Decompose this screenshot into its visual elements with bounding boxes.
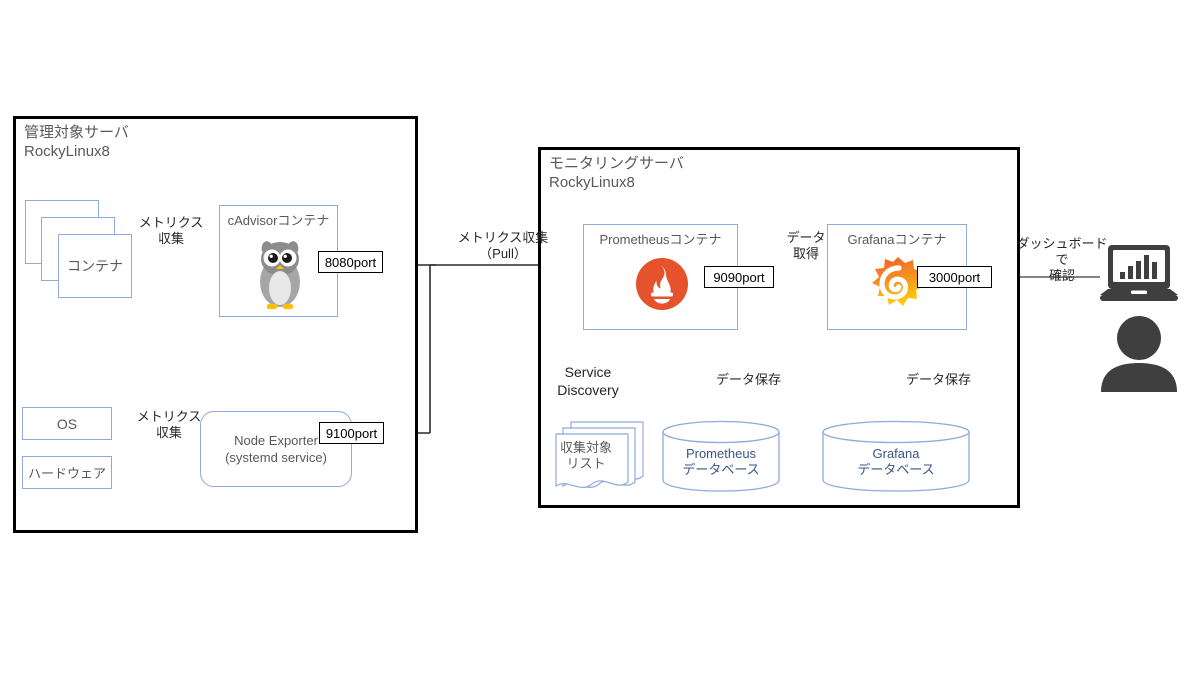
grafana-database-label: Grafana データベース [857,446,935,477]
node-exporter-port-chip: 9100port [319,422,384,444]
monitoring-server-title: モニタリングサーバ RockyLinux8 [549,155,684,191]
cadvisor-label: cAdvisorコンテナ [227,213,330,228]
pull-link-label: メトリクス収集 （Pull） [457,230,549,261]
grafana-logo-icon [872,257,924,306]
service-discovery-label: Service Discovery [557,364,619,398]
data-store-label-prometheus: データ保存 [716,372,782,387]
grafana-label: Grafanaコンテナ [847,232,947,247]
hardware-box: ハードウェア [22,456,112,489]
prometheus-logo-icon [636,258,688,310]
data-store-label-grafana: データ保存 [906,372,972,387]
cadvisor-port-chip: 8080port [318,251,383,273]
managed-server-title: 管理対象サーバ RockyLinux8 [24,124,129,160]
prometheus-port-chip: 9090port [704,266,774,288]
grafana-database: Grafana データベース [821,420,971,492]
container-stack: コンテナ [25,200,135,300]
metrics-collect-label-node: メトリクス 収集 [136,409,202,440]
container-stack-front: コンテナ [58,234,132,298]
user-avatar-icon [1101,316,1177,392]
prometheus-label: Prometheusコンテナ [599,232,722,247]
node-exporter-label: Node Exporter (systemd service) [225,433,327,465]
grafana-port-chip: 3000port [917,266,992,288]
hardware-label: ハードウェア [27,466,106,481]
container-label: コンテナ [67,258,123,274]
prometheus-database-label: Prometheus データベース [682,446,760,477]
prometheus-database: Prometheus データベース [661,420,781,492]
target-list-doc-stack: 収集対象 リスト [555,420,653,492]
data-fetch-label: データ 取得 [786,230,826,261]
laptop-chart-icon [1100,245,1178,301]
dashboard-check-label: ダッシュボードで 確認 [1016,236,1108,283]
metrics-collect-label-containers: メトリクス 収集 [138,215,204,246]
owl-icon [260,241,300,309]
os-label: OS [56,416,78,432]
os-box: OS [22,407,112,440]
target-list-label: 収集対象 リスト [559,440,612,471]
